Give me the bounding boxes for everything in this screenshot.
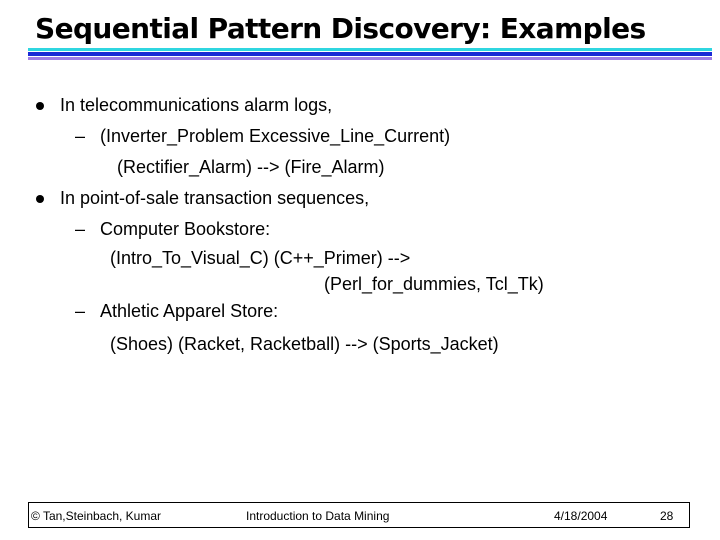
footer-date: 4/18/2004	[554, 509, 608, 523]
sub-line: (Shoes) (Racket, Racketball) --> (Sports…	[110, 334, 499, 354]
sub-line: (Intro_To_Visual_C) (C++_Primer) -->	[110, 248, 411, 268]
sub-dash: –	[75, 301, 86, 321]
footer-page-number: 28	[660, 509, 674, 523]
title-rule-blue	[28, 52, 712, 56]
sub-line: (Inverter_Problem Excessive_Line_Current…	[100, 126, 451, 146]
sub-dash: –	[75, 126, 86, 146]
slide-title: Sequential Pattern Discovery: Examples	[35, 12, 646, 45]
bullet-text: In telecommunications alarm logs,	[60, 95, 333, 115]
footer-authors: © Tan,Steinbach, Kumar	[31, 509, 162, 523]
bullet-dot	[36, 102, 44, 110]
sub-line: Athletic Apparel Store:	[100, 301, 279, 321]
sub-line: (Perl_for_dummies, Tcl_Tk)	[324, 274, 544, 294]
sub-line: Computer Bookstore:	[100, 219, 271, 239]
sub-line: (Rectifier_Alarm) --> (Fire_Alarm)	[117, 157, 385, 177]
sub-dash: –	[75, 219, 86, 239]
bullet-dot	[36, 195, 44, 203]
title-rule-violet	[28, 57, 712, 60]
footer-course: Introduction to Data Mining	[246, 509, 390, 523]
title-rule-cyan	[28, 48, 712, 51]
bullet-text: In point-of-sale transaction sequences,	[60, 188, 370, 208]
slide-footer: © Tan,Steinbach, Kumar Introduction to D…	[28, 502, 690, 528]
